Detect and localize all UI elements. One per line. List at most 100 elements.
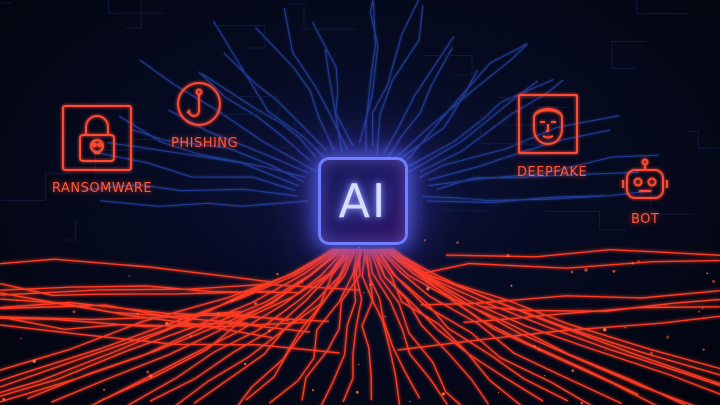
dim-circuit-trace: [126, 0, 142, 29]
circuit-node: [571, 369, 575, 373]
dim-circuit-trace: [497, 97, 569, 108]
blue-circuit-trace: [419, 79, 564, 173]
blue-circuit-traces: [83, 0, 659, 207]
circuit-nodes: [2, 239, 716, 405]
blue-circuit-trace: [383, 36, 455, 153]
circuit-node: [363, 291, 365, 294]
blue-circuit-trace: [408, 80, 538, 173]
red-circuit-trace: [0, 313, 289, 322]
circuit-node: [649, 351, 653, 355]
red-circuit-trace: [366, 248, 421, 399]
blue-circuit-trace: [324, 49, 343, 153]
circuit-node: [128, 275, 131, 277]
circuit-node: [358, 246, 361, 250]
ransomware-label: RANSOMWARE: [52, 181, 153, 196]
dim-circuit-trace: [286, 3, 356, 30]
blue-circuit-trace: [390, 43, 528, 163]
circuit-node: [103, 388, 106, 391]
red-circuit-traces: [0, 248, 720, 405]
dim-circuit-trace: [496, 124, 550, 146]
dim-circuit-trace: [211, 25, 266, 49]
red-circuit-trace: [392, 248, 720, 370]
blue-circuit-trace: [283, 7, 348, 150]
red-circuit-trace: [421, 259, 720, 275]
red-circuit-trace: [0, 248, 334, 371]
dim-circuit-trace: [501, 154, 524, 159]
circuit-node: [384, 315, 387, 318]
dim-circuit-trace: [623, 189, 694, 215]
dim-circuit-trace: [1, 172, 78, 202]
blue-circuit-trace: [93, 151, 296, 192]
circuit-node: [189, 334, 192, 338]
red-circuit-trace: [463, 306, 720, 324]
circuit-node: [570, 270, 574, 274]
circuit-node: [148, 374, 153, 378]
red-circuit-trace: [372, 248, 522, 405]
circuit-node: [165, 321, 169, 325]
dim-circuit-trace: [293, 123, 339, 135]
circuit-node: [409, 400, 411, 403]
red-circuit-trace: [245, 248, 357, 401]
circuit-node: [604, 349, 606, 351]
blue-circuit-trace: [401, 69, 478, 158]
circuit-node: [624, 326, 626, 329]
blue-circuit-trace: [426, 190, 654, 204]
circuit-node: [666, 335, 670, 339]
red-circuit-trace: [320, 248, 362, 405]
dim-circuit-trace: [131, 122, 162, 140]
dim-circuit-trace: [424, 55, 473, 76]
red-circuit-trace: [367, 248, 448, 405]
circuit-node: [510, 284, 513, 287]
red-circuit-trace: [91, 248, 346, 405]
circuit-node: [20, 337, 22, 340]
red-circuit-trace: [0, 282, 275, 297]
blue-circuit-trace: [139, 59, 317, 172]
circuit-node: [244, 362, 247, 366]
circuit-node: [701, 306, 704, 310]
circuit-node: [702, 348, 705, 351]
red-circuit-trace: [386, 248, 720, 395]
red-circuit-trace: [373, 248, 544, 402]
bot-label: BOT: [631, 212, 660, 227]
red-circuit-trace: [0, 301, 329, 323]
ai-chip: AI: [318, 157, 408, 245]
circuit-node: [72, 310, 76, 314]
red-circuit-trace: [0, 316, 273, 339]
circuit-node: [276, 272, 279, 276]
circuit-node: [706, 272, 709, 275]
circuit-node: [311, 388, 315, 392]
blue-circuit-trace: [421, 195, 605, 202]
circuit-node: [603, 327, 607, 332]
fishhook-icon: [176, 81, 222, 127]
red-circuit-trace: [0, 258, 273, 283]
circuit-node: [400, 337, 403, 339]
blue-circuit-trace: [371, 0, 420, 147]
circuit-node: [506, 253, 510, 258]
blue-circuit-trace: [406, 43, 528, 161]
circuit-node: [456, 241, 459, 244]
red-circuit-trace: [301, 248, 361, 401]
red-circuit-trace: [378, 248, 622, 405]
red-circuit-trace: [51, 248, 345, 403]
red-circuit-trace: [482, 298, 720, 312]
dim-circuit-trace: [543, 211, 627, 231]
red-circuit-trace: [237, 248, 356, 405]
red-circuit-trace: [389, 248, 720, 385]
circuit-node: [146, 370, 150, 374]
circuit-node: [580, 401, 584, 405]
circuit-node: [39, 304, 41, 306]
blue-circuit-trace: [118, 115, 306, 178]
red-circuit-trace: [127, 248, 349, 405]
red-circuit-trace: [391, 248, 720, 376]
circuit-node: [711, 279, 716, 284]
blue-circuit-trace: [311, 21, 354, 147]
circuit-node: [267, 329, 272, 333]
blue-circuit-trace: [359, 0, 379, 144]
red-circuit-trace: [0, 324, 340, 354]
circuit-node: [32, 359, 36, 363]
red-circuit-trace: [361, 248, 401, 405]
red-circuit-trace: [420, 290, 720, 306]
circuit-node: [477, 339, 479, 342]
dim-circuit-trace: [66, 220, 76, 241]
